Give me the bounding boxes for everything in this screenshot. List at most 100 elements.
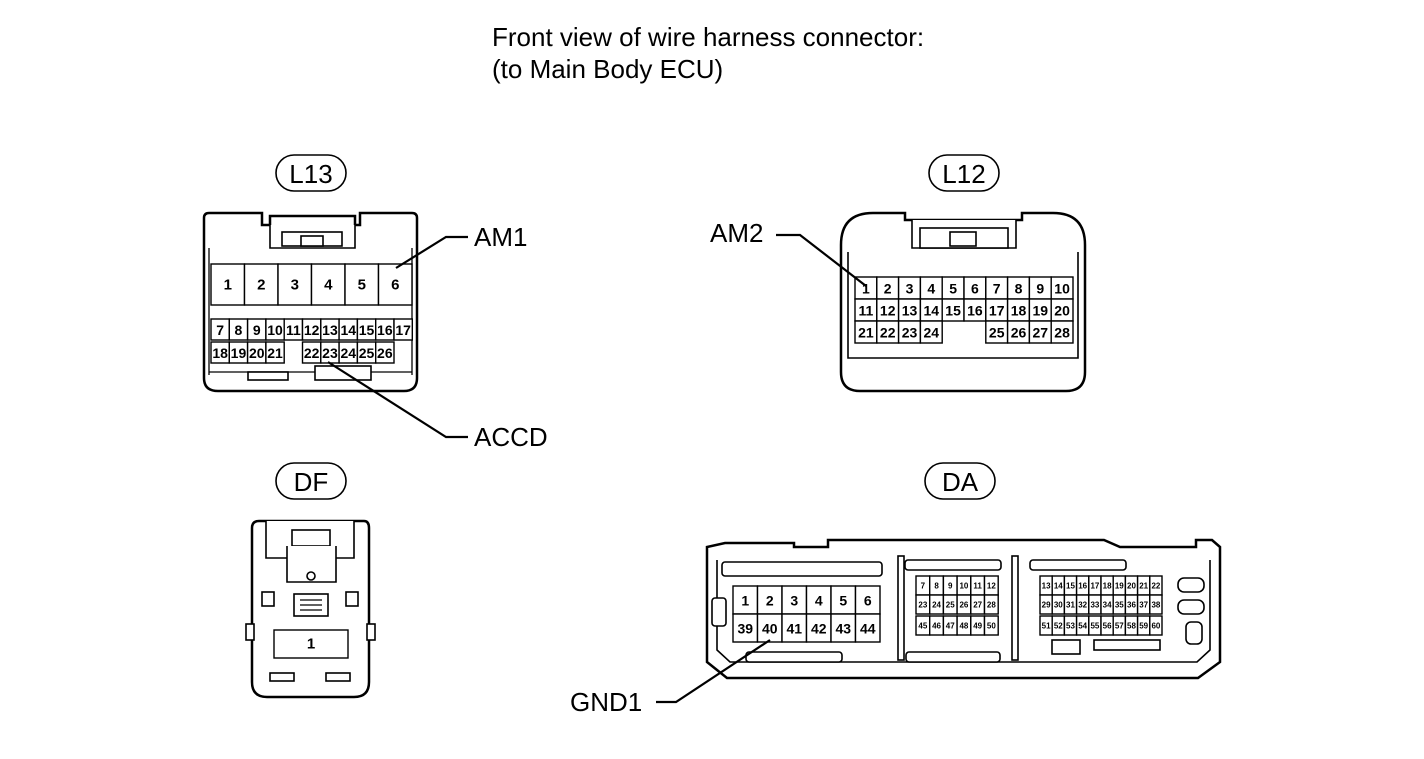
da-mid-pin-label: 8 <box>934 582 939 591</box>
df-foot-right <box>325 672 351 682</box>
da-side-lug-1 <box>1177 577 1205 593</box>
da-mid-pin-label: 26 <box>959 601 968 610</box>
l13-pin-label: 2 <box>257 277 265 294</box>
df-badge-outline <box>275 462 347 500</box>
da-mid-pin-label: 23 <box>918 601 927 610</box>
da-mid-pin-label: 11 <box>973 582 982 591</box>
df-latch-hole <box>306 571 316 581</box>
l12-pin-label: 26 <box>1011 325 1027 341</box>
da-left-pin-label: 4 <box>815 593 823 609</box>
l13-pin-label: 22 <box>304 345 320 361</box>
l12-pin-label: 19 <box>1033 303 1049 319</box>
da-left-pin-cavity <box>854 613 881 643</box>
da-right-pin-label: 31 <box>1066 601 1075 610</box>
l12-pin-label: 17 <box>989 303 1005 319</box>
da-mid-pin-label: 7 <box>921 582 926 591</box>
l12-latch-key <box>949 231 977 247</box>
l13-pin-label: 19 <box>231 345 247 361</box>
l13-pin-label: 17 <box>395 322 411 338</box>
da-right-pin-label: 15 <box>1066 582 1075 591</box>
da-mid-top-slot <box>904 559 1002 571</box>
l13-foot-right <box>314 365 372 381</box>
l13-pin-label: 7 <box>216 322 224 338</box>
da-right-pin-label: 14 <box>1054 582 1063 591</box>
l12-pin-label: 16 <box>967 303 983 319</box>
l12-pin-label: 18 <box>1011 303 1027 319</box>
df-latch-body <box>286 546 337 583</box>
l12-pin-label: 4 <box>927 281 935 297</box>
l12-pin-label: 23 <box>902 325 918 341</box>
gnd1-leader-line <box>656 639 771 704</box>
da-right-pin-label: 33 <box>1090 601 1099 610</box>
da-mid-pin-label: 28 <box>987 601 996 610</box>
l12-pin-label: 25 <box>989 325 1005 341</box>
da-right-pin-label: 29 <box>1042 601 1051 610</box>
l13-pin-cavity <box>243 263 279 306</box>
l12-pin-cavity <box>919 320 943 344</box>
df-side-notch-left <box>261 591 275 607</box>
l13-pin-cavity <box>210 263 246 306</box>
df-latch-top <box>291 529 331 547</box>
connector-df: DF 1 <box>245 462 376 699</box>
l12-pin-label: 28 <box>1054 325 1070 341</box>
da-mid-pin-label: 24 <box>932 601 941 610</box>
da-left-pin-label: 44 <box>860 621 876 637</box>
da-left-pin-label: 5 <box>839 593 847 609</box>
df-pin: 1 <box>307 636 315 653</box>
da-left-pin-label: 2 <box>766 593 774 609</box>
da-divider-1 <box>897 555 905 661</box>
df-rib-right <box>366 623 376 641</box>
da-mid-pin-label: 12 <box>987 582 996 591</box>
da-right-pin-label: 13 <box>1042 582 1051 591</box>
da-divider-2 <box>1011 555 1019 661</box>
l13-badge-outline <box>275 154 347 192</box>
da-left-pin-label: 1 <box>741 593 749 609</box>
l13-foot-left <box>247 371 289 381</box>
l13-pin-cavity <box>393 318 413 341</box>
l13-badge: L13 <box>289 159 332 189</box>
l13-pin-label: 25 <box>359 345 375 361</box>
df-side-notch-right <box>345 591 359 607</box>
da-mid-pin-label: 45 <box>918 622 927 631</box>
da-right-pin-label: 57 <box>1115 622 1124 631</box>
da-right-pin-label: 20 <box>1127 582 1136 591</box>
da-left-pin-label: 3 <box>790 593 798 609</box>
da-right-pin-label: 36 <box>1127 601 1136 610</box>
da-right-pin-label: 60 <box>1151 622 1160 631</box>
l13-pin-cavity <box>310 263 346 306</box>
da-right-pin-label: 19 <box>1115 582 1124 591</box>
l12-pin-label: 20 <box>1054 303 1070 319</box>
da-badge-outline <box>924 462 996 500</box>
da-mid-pin-cavity <box>983 615 999 636</box>
l12-pin-label: 1 <box>862 281 870 297</box>
da-mid-pin-label: 25 <box>946 601 955 610</box>
l13-pin-label: 9 <box>253 322 261 338</box>
da-bottom-key <box>1051 639 1081 655</box>
l12-pin-cavity <box>1050 320 1074 344</box>
da-right-pin-label: 16 <box>1078 582 1087 591</box>
l13-pin-label: 11 <box>286 322 301 338</box>
l13-pin-label: 12 <box>304 322 320 338</box>
da-left-top-slot <box>721 561 883 577</box>
df-foot-left <box>269 672 295 682</box>
da-mid-pin-cavity <box>983 594 999 615</box>
da-left-pin-label: 42 <box>811 621 827 637</box>
l12-pin-label: 27 <box>1033 325 1049 341</box>
da-bottom-slot-left <box>745 651 843 663</box>
da-right-pin-label: 54 <box>1078 622 1087 631</box>
gnd1-label: GND1 <box>570 687 642 717</box>
da-right-pin-cavity <box>1149 594 1163 615</box>
da-left-pin-label: 39 <box>737 621 753 637</box>
l13-pin-label: 4 <box>324 277 333 294</box>
l13-pin-cavity <box>377 263 413 306</box>
l13-pin-label: 6 <box>391 277 399 294</box>
l12-badge: L12 <box>942 159 985 189</box>
am2-leader-line <box>776 233 867 287</box>
da-right-pin-label: 38 <box>1151 601 1160 610</box>
da-left-pin-cavity <box>781 613 808 643</box>
accd-label: ACCD <box>474 422 548 452</box>
l13-pin-cavity <box>265 341 285 364</box>
